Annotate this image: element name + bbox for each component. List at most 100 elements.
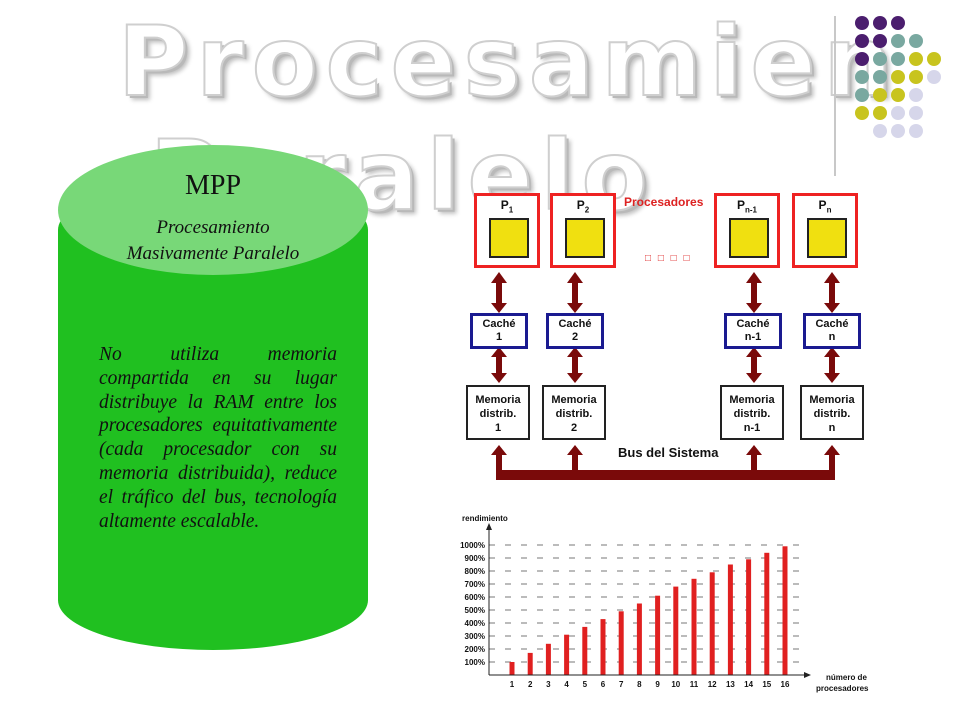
arrow-head-down bbox=[824, 303, 840, 313]
processor-2-name: P bbox=[576, 198, 585, 212]
slide-title-line1: Procesamien bbox=[117, 5, 900, 119]
chart-y-tick-label: 700% bbox=[465, 580, 485, 589]
arrow-head-up bbox=[824, 347, 840, 357]
memory-n-line2: distrib. bbox=[813, 408, 851, 420]
arrow-head-up bbox=[746, 347, 762, 357]
chart-bar bbox=[746, 559, 752, 675]
processor-n-1-name: P bbox=[736, 198, 745, 212]
memory-1: Memoria distrib. 1 bbox=[466, 385, 530, 440]
chart-bar bbox=[727, 564, 733, 675]
decorative-dot bbox=[855, 52, 869, 66]
decorative-dot bbox=[909, 52, 923, 66]
chart-x-tick-label: 2 bbox=[528, 680, 533, 689]
decorative-dot bbox=[891, 106, 905, 120]
chart-x-tick-label: 4 bbox=[564, 680, 569, 689]
chart-x-tick-label: 15 bbox=[762, 680, 771, 689]
chart-x-tick-label: 5 bbox=[583, 680, 588, 689]
proc-cache-arrow bbox=[496, 281, 502, 309]
chart-bar bbox=[618, 611, 624, 675]
processors-label: Procesadores bbox=[624, 195, 704, 209]
chart-bars bbox=[509, 546, 788, 675]
decorative-dot bbox=[891, 16, 905, 30]
cache-n-1-label: Caché bbox=[736, 318, 770, 330]
chart-x-tick-label: 12 bbox=[708, 680, 717, 689]
chart-y-tick-label: 600% bbox=[465, 593, 485, 602]
processor-n-sub: n bbox=[826, 205, 832, 215]
arrow-head-down bbox=[824, 373, 840, 383]
decorative-dot bbox=[873, 16, 887, 30]
decorative-dot bbox=[873, 106, 887, 120]
processor-2-sub: 2 bbox=[584, 205, 590, 215]
chart-y-tick-label: 800% bbox=[465, 567, 485, 576]
decorative-dot bbox=[909, 106, 923, 120]
processor-n-name: P bbox=[818, 198, 827, 212]
chart-y-tick-label: 100% bbox=[465, 658, 485, 667]
processor-1: P1 bbox=[474, 193, 540, 268]
chart-x-tick-label: 7 bbox=[619, 680, 624, 689]
chart-x-tick-label: 13 bbox=[726, 680, 735, 689]
decorative-dot bbox=[855, 70, 869, 84]
chart-bar bbox=[673, 586, 679, 675]
chart-x-tick-label: 1 bbox=[510, 680, 515, 689]
decorative-dot bbox=[873, 124, 887, 138]
cache-memory-arrow bbox=[829, 355, 835, 377]
decorative-dot bbox=[873, 88, 887, 102]
cache-2-label: Caché bbox=[558, 318, 592, 330]
bus-label: Bus del Sistema bbox=[618, 445, 719, 460]
memory-n-1-line1: Memoria bbox=[729, 394, 775, 406]
decorative-dot bbox=[927, 70, 941, 84]
chart-bar bbox=[527, 652, 533, 675]
mpp-cylinder-top bbox=[58, 145, 368, 275]
arrow-head-down bbox=[746, 373, 762, 383]
processor-1-sub: 1 bbox=[508, 205, 514, 215]
mpp-description: No utiliza memoria compartida en su luga… bbox=[99, 344, 337, 532]
processor-1-name: P bbox=[500, 198, 509, 212]
chart-x-tick-label: 14 bbox=[744, 680, 753, 689]
decorative-dot bbox=[891, 70, 905, 84]
arrow-head-up bbox=[491, 445, 507, 455]
chart-x-axis-arrow bbox=[804, 672, 811, 678]
memory-bus-arrow bbox=[829, 453, 835, 475]
decorative-divider bbox=[834, 16, 836, 176]
decorative-dot bbox=[909, 88, 923, 102]
chart-x-label-line2: procesadores bbox=[816, 684, 869, 693]
arrow-head-down bbox=[491, 373, 507, 383]
arrow-head-down bbox=[567, 303, 583, 313]
chart-y-tick-label: 400% bbox=[465, 619, 485, 628]
decorative-dot bbox=[891, 88, 905, 102]
mpp-subtitle-line1: Procesamiento bbox=[156, 217, 270, 238]
processor-2-core bbox=[565, 218, 605, 258]
memory-1-line3: 1 bbox=[494, 422, 502, 434]
chart-x-label-line1: número de bbox=[826, 673, 867, 682]
proc-cache-arrow bbox=[751, 281, 757, 309]
decorative-dot bbox=[909, 124, 923, 138]
decorative-dot bbox=[855, 16, 869, 30]
memory-2-line1: Memoria bbox=[551, 394, 597, 406]
arrow-head-up bbox=[491, 347, 507, 357]
chart-bar bbox=[564, 634, 570, 675]
arrow-head-down bbox=[491, 303, 507, 313]
processor-2: P2 bbox=[550, 193, 616, 268]
arrow-head-up bbox=[491, 272, 507, 283]
decorative-dot bbox=[855, 88, 869, 102]
memory-n-1-line2: distrib. bbox=[733, 408, 771, 420]
chart-y-tick-label: 1000% bbox=[460, 541, 485, 550]
decorative-dot bbox=[909, 70, 923, 84]
arrow-head-up bbox=[567, 347, 583, 357]
chart-bar bbox=[545, 643, 551, 675]
chart-bar bbox=[709, 572, 715, 675]
chart-y-tick-label: 900% bbox=[465, 554, 485, 563]
cache-1-index: 1 bbox=[495, 331, 503, 343]
decorative-dot bbox=[927, 52, 941, 66]
memory-bus-arrow bbox=[751, 453, 757, 475]
memory-bus-arrow bbox=[572, 453, 578, 475]
mpp-subtitle: Procesamiento Masivamente Paralelo bbox=[58, 215, 368, 267]
memory-n-1: Memoria distrib. n-1 bbox=[720, 385, 784, 440]
decorative-dot bbox=[873, 52, 887, 66]
chart-bar bbox=[636, 603, 642, 675]
processor-n: Pn bbox=[792, 193, 858, 268]
arrow-head-up bbox=[824, 272, 840, 283]
cache-2: Caché 2 bbox=[546, 313, 604, 349]
chart-bar bbox=[509, 662, 515, 675]
